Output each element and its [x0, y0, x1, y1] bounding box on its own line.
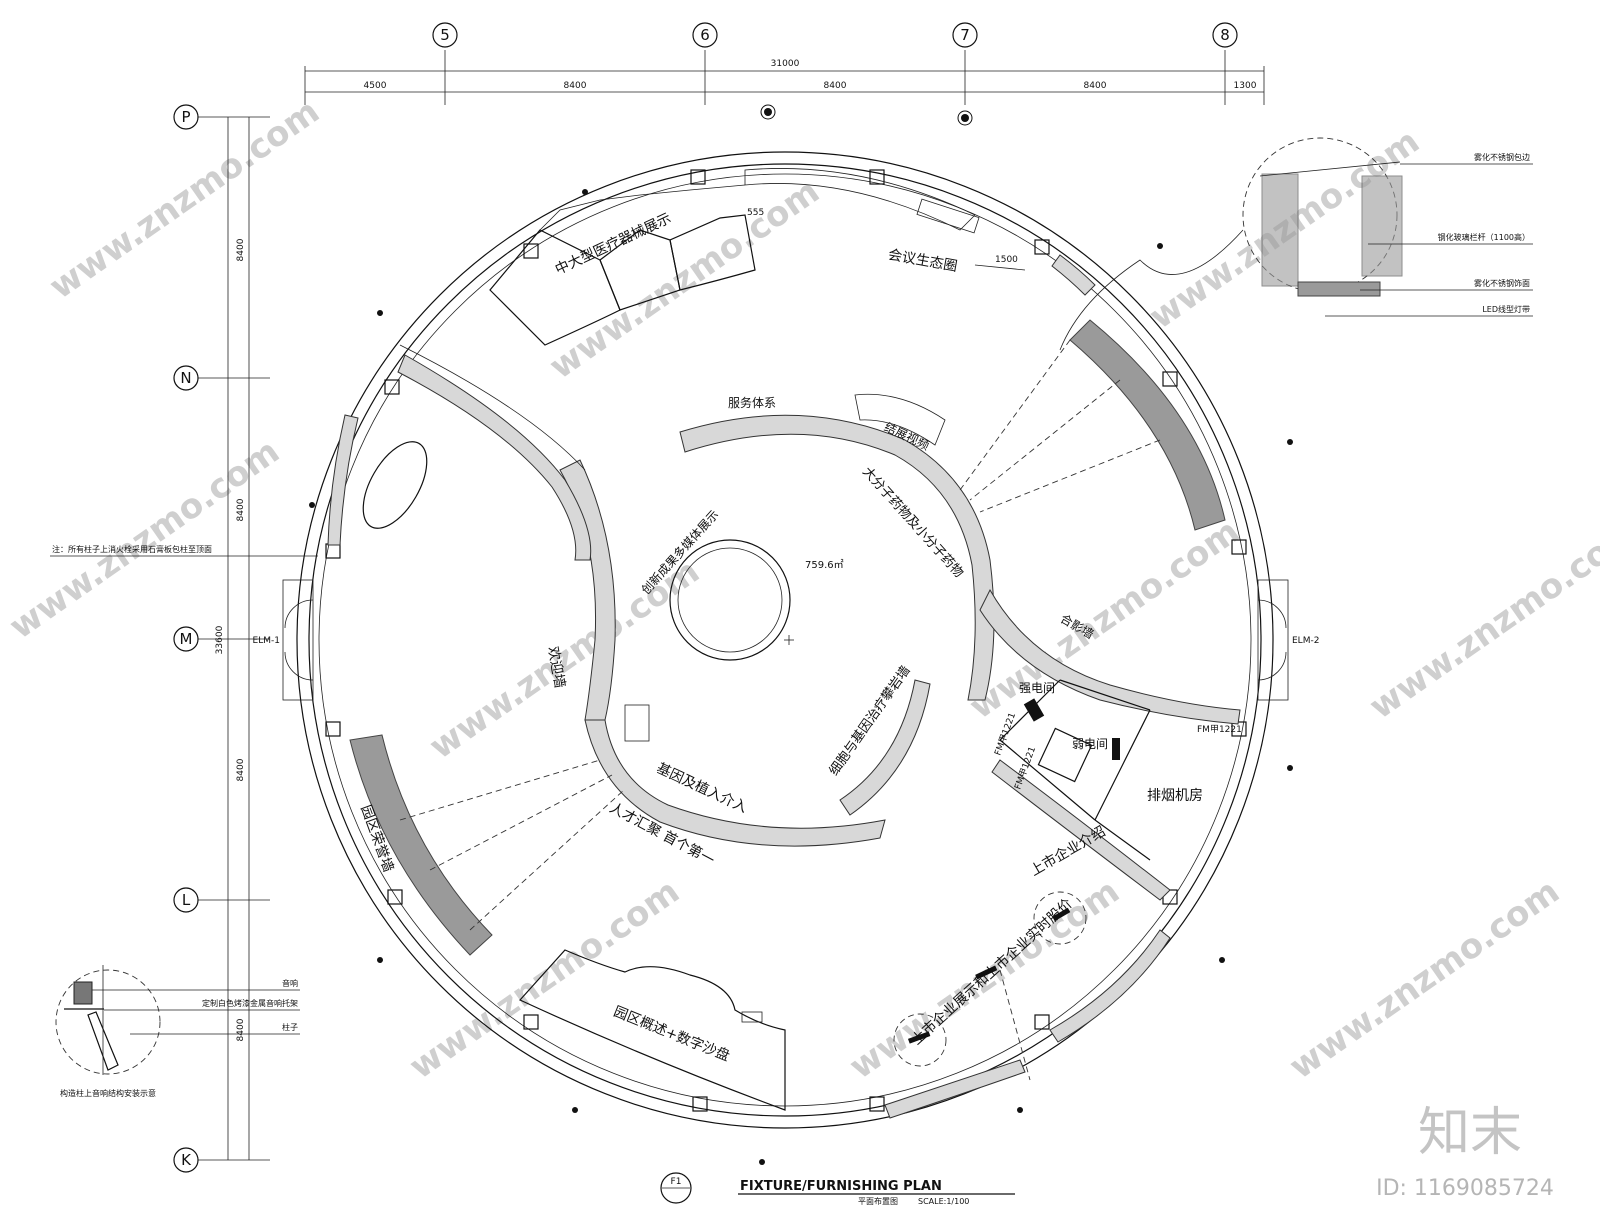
left-dimension: 8400 8400 33600 8400 8400	[198, 116, 270, 1161]
grid-row-label: N	[180, 369, 191, 387]
room-label: 中大型医疗器械展示	[553, 210, 674, 278]
grid-row-label: M	[180, 630, 193, 648]
grid-column-label: 5	[440, 26, 450, 44]
brand-logo: 知末	[1418, 1103, 1522, 1163]
sand-table	[519, 949, 786, 1111]
grid-row-label: L	[182, 891, 191, 909]
grid-columns: 5 6 7 8	[432, 22, 1238, 48]
dim-top-seg: 4500	[364, 81, 387, 91]
structural-columns	[325, 169, 1247, 1112]
dim-top-seg: 8400	[564, 81, 587, 91]
medical-display-panels: 1500 555	[489, 168, 1026, 346]
note-text: 注：所有柱子上消火栓采用石膏板包柱至顶面	[52, 544, 212, 554]
plan-title: FIXTURE/FURNISHING PLAN	[740, 1179, 942, 1194]
room-label: 欢迎墙	[544, 645, 567, 689]
listed-company-screens	[884, 891, 1171, 1119]
title-block: F1 FIXTURE/FURNISHING PLAN 平面布置图 SCALE:1…	[660, 1172, 1015, 1206]
room-label: 弱电间	[1072, 737, 1108, 751]
brand-id: ID: 1169085724	[1376, 1176, 1554, 1201]
detail-railing: 雾化不锈钢包边 钢化玻璃栏杆（1100高） 雾化不锈钢饰面 LED线型灯带	[1059, 137, 1533, 351]
dim-1500: 1500	[995, 255, 1018, 265]
detail-label: 雾化不锈钢饰面	[1474, 278, 1530, 288]
spiral-display-wall	[559, 414, 995, 847]
room-label: 强电间	[1019, 681, 1055, 695]
door-tag-fm: FM甲1221	[1197, 724, 1242, 735]
dim-top-total: 31000	[771, 59, 800, 69]
grid-column-label: 7	[960, 26, 970, 44]
watermark-text: www.znzmo.com	[422, 551, 707, 767]
watermark-text: www.znzmo.com	[1282, 871, 1567, 1087]
detail-label: 雾化不锈钢包边	[1474, 152, 1530, 162]
area-label: 759.6㎡	[805, 559, 844, 571]
door-tag-right: ELM-2	[1292, 636, 1319, 646]
watermark-text: www.znzmo.com	[1362, 511, 1600, 727]
detail-speaker: 音响 定制白色烤漆金属音响托架 柱子 构造柱上音响结构安装示意	[55, 965, 300, 1098]
entrance-doors: ELM-1 ELM-2	[253, 579, 1319, 701]
room-label: 上市企业展示和上市企业实时股价	[908, 895, 1075, 1048]
plan-subtitle: 平面布置图	[858, 1196, 898, 1206]
room-label: 服务体系	[728, 395, 776, 410]
detail-label: LED线型灯带	[1482, 304, 1530, 314]
detail-label: 定制白色烤漆金属音响托架	[202, 998, 298, 1008]
grid-row-label: K	[181, 1151, 192, 1169]
plan-scale: SCALE:1/100	[918, 1197, 969, 1206]
detail-label: 柱子	[282, 1022, 298, 1032]
dim-left-seg: 8400	[236, 498, 246, 521]
left-wall-features	[327, 254, 1096, 546]
dim-top-seg: 8400	[824, 81, 847, 91]
outer-walls	[296, 151, 1274, 1129]
room-label: 园区概述+数字沙盘	[611, 1003, 732, 1065]
dim-top-seg: 1300	[1234, 81, 1257, 91]
grid-row-label: P	[181, 108, 190, 126]
room-label: 排烟机房	[1147, 788, 1203, 804]
dim-top-seg: 8400	[1084, 81, 1107, 91]
detail-caption: 构造柱上音响结构安装示意	[60, 1088, 156, 1098]
grid-column-label: 8	[1220, 26, 1230, 44]
dim-left-seg: 8400	[236, 758, 246, 781]
detail-label: 钢化玻璃栏杆（1100高）	[1438, 232, 1530, 242]
sheet-code: F1	[671, 1177, 682, 1187]
dim-left-seg: 8400	[236, 238, 246, 261]
grid-column-label: 6	[700, 26, 710, 44]
dim-555: 555	[747, 208, 764, 218]
top-dimension: 31000 4500 8400 8400 8400 1300	[304, 50, 1265, 105]
center-feature: 759.6㎡	[669, 539, 844, 661]
exterior-piers	[309, 104, 1293, 1165]
left-note: 注：所有柱子上消火栓采用石膏板包柱至顶面	[50, 544, 318, 557]
brand-watermark: 知末 ID: 1169085724	[1376, 1103, 1554, 1201]
dim-left-seg: 8400	[236, 1018, 246, 1041]
door-tag-fm: FM甲1221	[1012, 745, 1038, 791]
room-label: 会议生态圈	[887, 247, 959, 275]
grid-rows: P N M L K	[173, 104, 199, 1173]
detail-label: 音响	[282, 978, 298, 988]
watermark-text: www.znzmo.com	[2, 431, 287, 647]
honor-walls	[349, 319, 1226, 956]
dim-left-total: 33600	[215, 625, 225, 654]
door-tag-left: ELM-1	[253, 636, 280, 646]
